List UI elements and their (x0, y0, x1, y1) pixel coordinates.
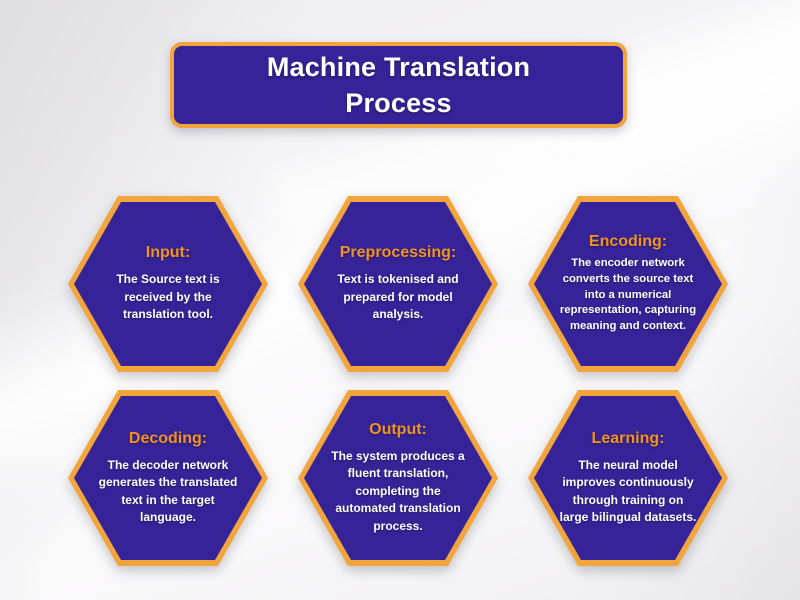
hexagon-title: Input: (145, 244, 191, 262)
hexagon-content: Preprocessing: Text is tokenised and pre… (304, 202, 492, 366)
hexagon-body: The neural model improves continuously t… (559, 457, 697, 524)
hexagon-body: The encoder network converts the source … (559, 256, 697, 333)
hexagon-encoding: Encoding: The encoder network converts t… (528, 196, 728, 372)
hexagon-body: The system produces a fluent translation… (331, 449, 465, 533)
hexagon-body: The decoder network generates the transl… (98, 457, 238, 524)
hexagon-output: Output: The system produces a fluent tra… (298, 390, 498, 566)
page-title-line-1: Machine Translation (266, 51, 531, 82)
hexagon-decoding: Decoding: The decoder network generates … (68, 390, 268, 566)
hexagon-input: Input: The Source text is received by th… (68, 196, 268, 372)
hexagon-title: Encoding: (588, 232, 668, 250)
title-box: Machine Translation Process (170, 42, 627, 128)
hexagon-title: Preprocessing: (339, 244, 457, 262)
hexagon-body: Text is tokenised and prepared for model… (337, 272, 459, 322)
hexagon-learning: Learning: The neural model improves cont… (528, 390, 728, 566)
page-title-line-2: Process (345, 88, 452, 118)
hexagon-title: Decoding: (128, 429, 208, 447)
hexagon-title: Learning: (591, 429, 665, 447)
hexagon-content: Output: The system produces a fluent tra… (304, 396, 492, 560)
hexagon-title: Output: (369, 421, 427, 439)
hexagon-body: The Source text is received by the trans… (116, 272, 220, 322)
hexagon-preprocessing: Preprocessing: Text is tokenised and pre… (298, 196, 498, 372)
